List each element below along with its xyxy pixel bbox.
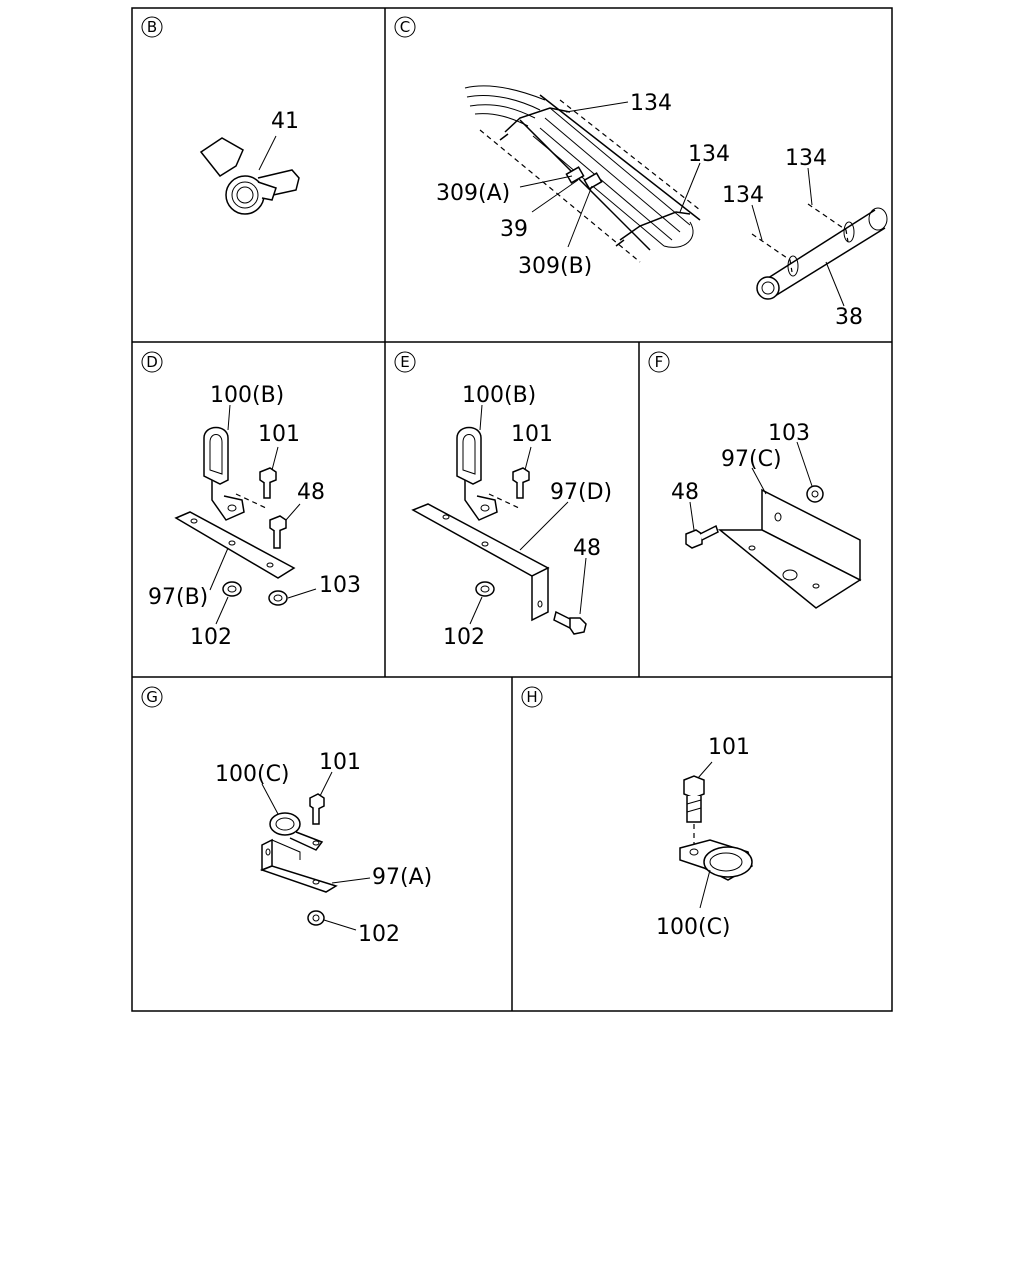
- panel-e-letter-badge: E: [394, 351, 416, 373]
- clip-100b-d: [203, 426, 245, 521]
- label-97c-f: 97(C): [721, 447, 782, 472]
- label-48-e: 48: [573, 536, 601, 561]
- panel-g-letter: G: [146, 688, 158, 706]
- label-103-f: 103: [768, 421, 810, 446]
- label-100b-e: 100(B): [462, 383, 536, 408]
- label-48-f: 48: [671, 480, 699, 505]
- bolt-48-f: [685, 524, 719, 549]
- bracket-97a-g: [259, 838, 338, 893]
- panel-grid: [131, 7, 893, 1012]
- label-97b-d: 97(B): [148, 585, 208, 610]
- label-309a: 309(A): [436, 181, 510, 206]
- bolt-101-g: [309, 793, 325, 825]
- bolt-48-d: [269, 515, 287, 549]
- dash-101-d: [235, 493, 267, 509]
- cable-tie-134-lower: [615, 211, 691, 247]
- leader-lines-e: [469, 404, 587, 625]
- panel-c-letter-badge: C: [394, 16, 416, 38]
- panel-h: H 101 100(C): [521, 686, 753, 940]
- leader-lines-h: [697, 761, 713, 909]
- clip-100c-h: [679, 839, 753, 881]
- label-309b: 309(B): [518, 254, 592, 279]
- panel-e: E: [394, 351, 612, 650]
- label-97d-e: 97(D): [550, 480, 612, 505]
- label-134-left: 134: [722, 183, 764, 208]
- panel-h-letter-badge: H: [521, 686, 543, 708]
- panel-e-letter: E: [400, 353, 409, 371]
- panel-d-letter: D: [146, 353, 158, 371]
- panel-b-letter-badge: B: [141, 16, 163, 38]
- hose-clamp-41: [199, 135, 300, 215]
- label-39: 39: [500, 217, 528, 242]
- bolt-101-h: [683, 775, 705, 823]
- nut-103-d: [268, 590, 288, 606]
- nut-102-d: [222, 581, 242, 597]
- label-134-right: 134: [785, 146, 827, 171]
- panel-f: F 103 97(C) 48: [648, 351, 862, 609]
- bolt-101-d: [259, 467, 277, 499]
- bracket-97d-e: [411, 503, 550, 622]
- panel-f-letter-badge: F: [648, 351, 670, 373]
- label-38: 38: [835, 305, 863, 330]
- label-101-h: 101: [708, 735, 750, 760]
- panel-d-letter-badge: D: [141, 351, 163, 373]
- leader-lines-g: [261, 771, 371, 931]
- label-102-d: 102: [190, 625, 232, 650]
- label-101-d: 101: [258, 422, 300, 447]
- clip-100c-g: [269, 812, 324, 851]
- bolt-101-e: [512, 467, 530, 499]
- label-134-mid: 134: [688, 142, 730, 167]
- label-103-d: 103: [319, 573, 361, 598]
- panel-b: B 41: [141, 16, 300, 215]
- leader-lines-f: [689, 441, 813, 531]
- label-102-g: 102: [358, 922, 400, 947]
- panel-g: G 100(C) 101 9: [141, 686, 432, 947]
- panel-g-letter-badge: G: [141, 686, 163, 708]
- panel-d: D: [141, 351, 361, 650]
- label-97a-g: 97(A): [372, 865, 432, 890]
- connector-309: [565, 166, 603, 190]
- pipe-38: [751, 203, 888, 300]
- panel-c: C: [394, 16, 888, 330]
- leader-lines-d: [209, 404, 317, 625]
- nut-103-f: [806, 485, 824, 503]
- label-101-e: 101: [511, 422, 553, 447]
- label-48-d: 48: [297, 480, 325, 505]
- bracket-97c-f: [717, 488, 862, 609]
- panel-c-letter: C: [400, 18, 410, 36]
- dash-101-e: [488, 493, 520, 509]
- leader-lines-c: [519, 101, 845, 307]
- label-134-top: 134: [630, 91, 672, 116]
- cable-tie-134-upper: [499, 107, 571, 141]
- label-100c-h: 100(C): [656, 915, 731, 940]
- nut-102-e: [475, 581, 495, 597]
- bolt-48-e: [553, 610, 587, 635]
- panel-b-letter: B: [147, 18, 157, 36]
- panel-f-letter: F: [655, 353, 664, 371]
- clip-100b-e: [456, 426, 498, 521]
- label-101-g: 101: [319, 750, 361, 775]
- label-102-e: 102: [443, 625, 485, 650]
- bracket-97b-d: [174, 511, 296, 579]
- label-100b-d: 100(B): [210, 383, 284, 408]
- label-100c-g: 100(C): [215, 762, 290, 787]
- panel-h-letter: H: [526, 688, 537, 706]
- label-41: 41: [271, 109, 299, 134]
- nut-102-g: [307, 910, 325, 926]
